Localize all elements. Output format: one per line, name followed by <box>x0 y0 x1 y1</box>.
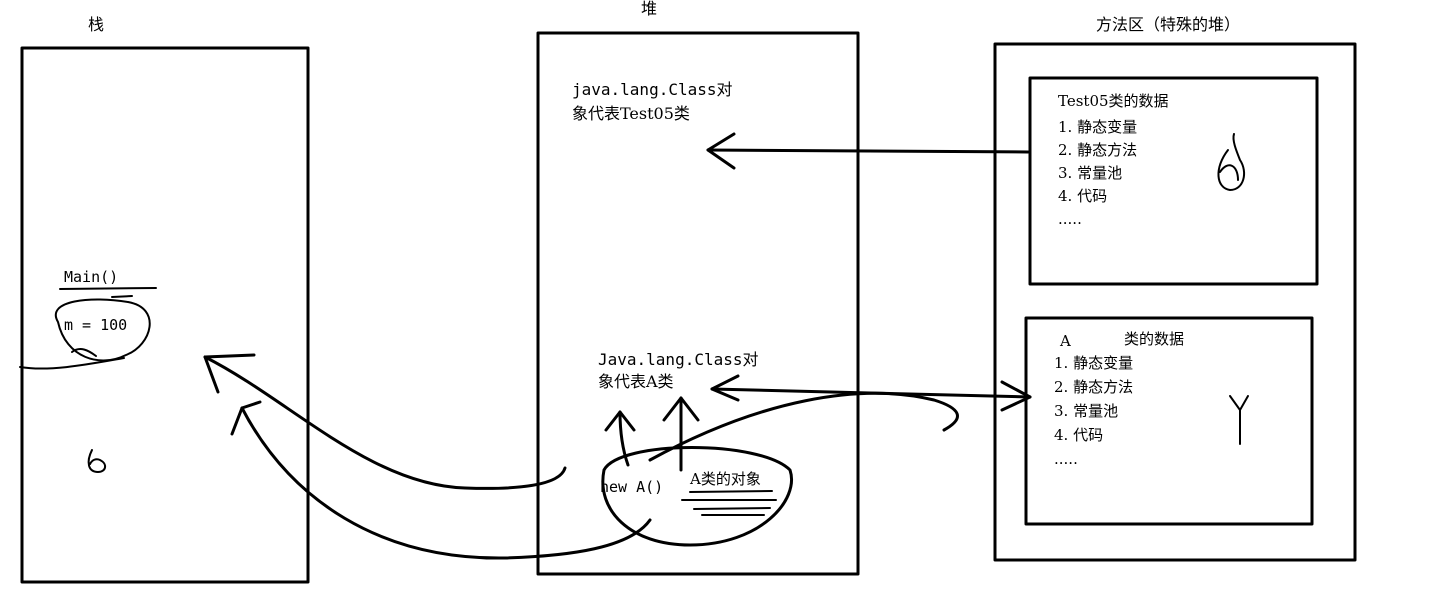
stack-region-box <box>20 46 310 584</box>
frame-boundary-scribble <box>19 357 125 370</box>
instance-underline-1 <box>689 490 773 493</box>
test05-item-2: 2. 静态方法 <box>1058 141 1138 159</box>
class-object-test05-line1: java.lang.Class对 <box>572 80 733 99</box>
variable-ellipse <box>54 298 151 362</box>
arrow-heap-to-stack-variable <box>203 355 567 490</box>
heap-title: 堆 <box>641 0 658 18</box>
arrowhead-stack-upper <box>203 353 256 394</box>
a-item-4: 4. 代码 <box>1054 426 1104 444</box>
main-frame-label: Main() <box>64 268 119 286</box>
arrowhead-stack-lower <box>230 400 262 436</box>
a-data-title-prefix: A <box>1060 332 1071 350</box>
test05-item-3: 3. 常量池 <box>1058 164 1123 182</box>
test05-item-4: 4. 代码 <box>1058 187 1108 205</box>
main-underline <box>59 287 157 290</box>
test05-item-1: 1. 静态变量 <box>1058 118 1138 136</box>
class-object-test05-line2: 象代表Test05类 <box>572 104 690 123</box>
test05-data-box <box>1028 76 1319 286</box>
main-underline-short <box>111 295 133 298</box>
a-instance-ellipse <box>601 446 793 547</box>
arrowhead-a-left <box>710 374 740 402</box>
variable-m-label: m = 100 <box>64 316 128 334</box>
arrow-test05-data-to-class-object <box>706 148 1030 154</box>
method-area-region-box <box>993 42 1357 562</box>
a-instance-label: A类的对象 <box>690 470 761 488</box>
arrowhead-instance-left <box>604 410 636 432</box>
arrow-instance-to-a-data <box>648 391 959 462</box>
ellipse-tick <box>71 348 97 357</box>
method-area-test05-scribble <box>1217 133 1246 191</box>
arrow-instance-to-stack <box>240 406 652 560</box>
a-item-1: 1. 静态变量 <box>1054 354 1134 372</box>
stack-title: 栈 <box>88 15 105 34</box>
new-a-label: new A() <box>600 478 664 496</box>
heap-region-box <box>536 31 860 576</box>
test05-data-title: Test05类的数据 <box>1058 92 1169 110</box>
method-area-title: 方法区（特殊的堆） <box>1096 15 1241 34</box>
method-area-a-scribble <box>1229 395 1249 445</box>
a-data-title-suffix: 类的数据 <box>1124 330 1185 348</box>
a-item-2: 2. 静态方法 <box>1054 378 1134 396</box>
class-object-a-line1: Java.lang.Class对 <box>598 350 759 369</box>
class-object-a-line2: 象代表A类 <box>598 372 674 391</box>
instance-underline-3 <box>693 507 771 510</box>
stack-b-scribble <box>87 449 106 473</box>
arrow-instance-to-class-object-left <box>618 410 630 467</box>
arrowhead-a-right <box>1000 380 1032 412</box>
a-item-ellipsis: ..... <box>1054 450 1078 468</box>
a-data-box <box>1024 316 1314 526</box>
arrowhead-instance-up <box>662 396 700 422</box>
a-item-3: 3. 常量池 <box>1054 402 1119 420</box>
test05-item-ellipsis: ..... <box>1058 210 1082 228</box>
arrowhead-test05 <box>706 132 736 170</box>
